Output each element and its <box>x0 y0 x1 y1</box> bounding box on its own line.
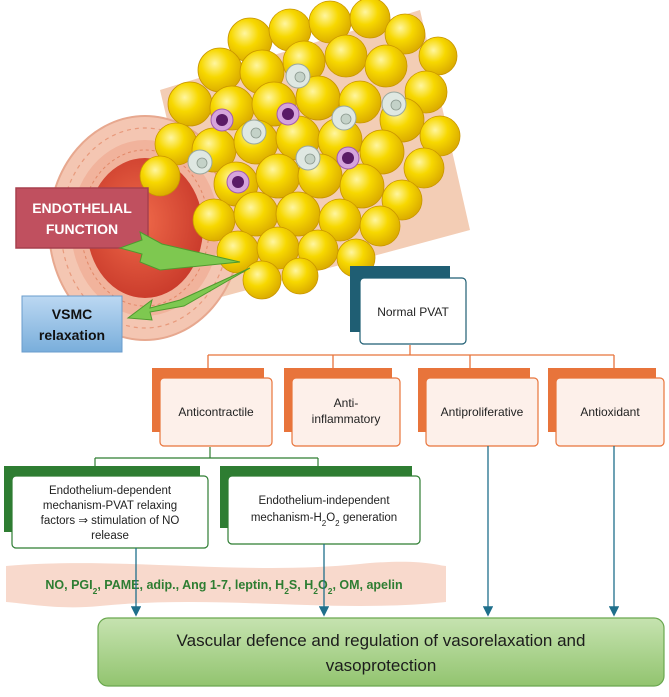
endothelial-function-box: ENDOTHELIAL FUNCTION <box>15 187 149 249</box>
category-antioxidant: Antioxidant <box>548 368 665 447</box>
mechanism-endothelium-dependent: Endothelium-dependent mechanism-PVAT rel… <box>4 466 209 549</box>
adipocyte <box>139 155 181 197</box>
macrophage-nucleus <box>340 113 352 125</box>
endothelial-label-line2: FUNCTION <box>46 221 118 237</box>
adipocyte <box>384 13 426 55</box>
arrow-to-endothelium <box>118 231 241 271</box>
mechanism-endothelium-independent: Endothelium-independent mechanism-H2O2 g… <box>220 466 421 545</box>
pvat-signal-arrows <box>118 231 251 321</box>
macrophage-nucleus <box>390 99 402 111</box>
adipocyte <box>418 36 458 76</box>
macrophage-nucleus <box>304 153 316 165</box>
factor-band: NO, PGI2, PAME, adip., Ang 1-7, leptin, … <box>6 561 446 608</box>
adipocyte <box>339 163 385 209</box>
adipocyte-cluster <box>139 0 461 300</box>
lymphocyte-nucleus <box>282 108 294 120</box>
independent-line2: mechanism-H2O2 generation <box>251 512 397 528</box>
category-anti-inflammatory: Anti-inflammatory <box>284 368 401 447</box>
root-node-normal-pvat: Normal PVAT <box>350 266 467 345</box>
dependent-line3: factors ⇒ stimulation of NO <box>41 515 180 527</box>
category-label-anti-inflammatory: Anti-inflammatory <box>312 396 381 426</box>
outcome-box: Vascular defence and regulation of vasor… <box>97 617 665 687</box>
adipocyte <box>197 47 243 93</box>
outcome-line1: Vascular defence and regulation of vasor… <box>177 631 586 650</box>
category-label-antiproliferative: Antiproliferative <box>441 405 524 419</box>
lymphocyte-nucleus <box>216 114 228 126</box>
macrophage-nucleus <box>250 127 262 139</box>
independent-line1: Endothelium-independent <box>258 495 390 507</box>
adipocyte <box>349 0 391 39</box>
macrophage-nucleus <box>294 71 306 83</box>
category-label-antioxidant: Antioxidant <box>580 405 640 419</box>
root-label: Normal PVAT <box>377 305 449 319</box>
adipocyte <box>359 205 401 247</box>
endothelial-label-line1: ENDOTHELIAL <box>32 200 132 216</box>
vsmc-relaxation-box: VSMC relaxation <box>21 295 123 353</box>
category-label-anticontractile: Anticontractile <box>178 405 254 419</box>
category-anticontractile: Anticontractile <box>152 368 273 447</box>
vsmc-label-line1: VSMC <box>52 306 92 322</box>
adipocyte <box>324 34 368 78</box>
lymphocyte-nucleus <box>232 176 244 188</box>
vsmc-label-line2: relaxation <box>39 327 105 343</box>
adipocyte <box>364 44 408 88</box>
category-antiproliferative: Antiproliferative <box>418 368 539 447</box>
dependent-line4: release <box>91 530 129 542</box>
adipocyte <box>281 257 319 295</box>
immune-cell-group <box>187 63 407 194</box>
adipocyte <box>255 153 301 199</box>
adipocyte <box>167 81 213 127</box>
adipocyte <box>403 147 445 189</box>
adipocyte <box>242 260 282 300</box>
dependent-line1: Endothelium-dependent <box>49 485 172 497</box>
mechanism-connectors <box>94 447 319 468</box>
dependent-line2: mechanism-PVAT relaxing <box>43 500 177 512</box>
outcome-line2: vasoprotection <box>326 656 437 675</box>
lymphocyte-nucleus <box>342 152 354 164</box>
category-connectors <box>207 345 615 370</box>
macrophage-nucleus <box>196 157 208 169</box>
factor-list: NO, PGI2, PAME, adip., Ang 1-7, leptin, … <box>45 578 402 596</box>
outcome-arrows <box>130 446 620 617</box>
adipocyte <box>359 129 405 175</box>
arrow-to-vsmc <box>126 267 251 321</box>
